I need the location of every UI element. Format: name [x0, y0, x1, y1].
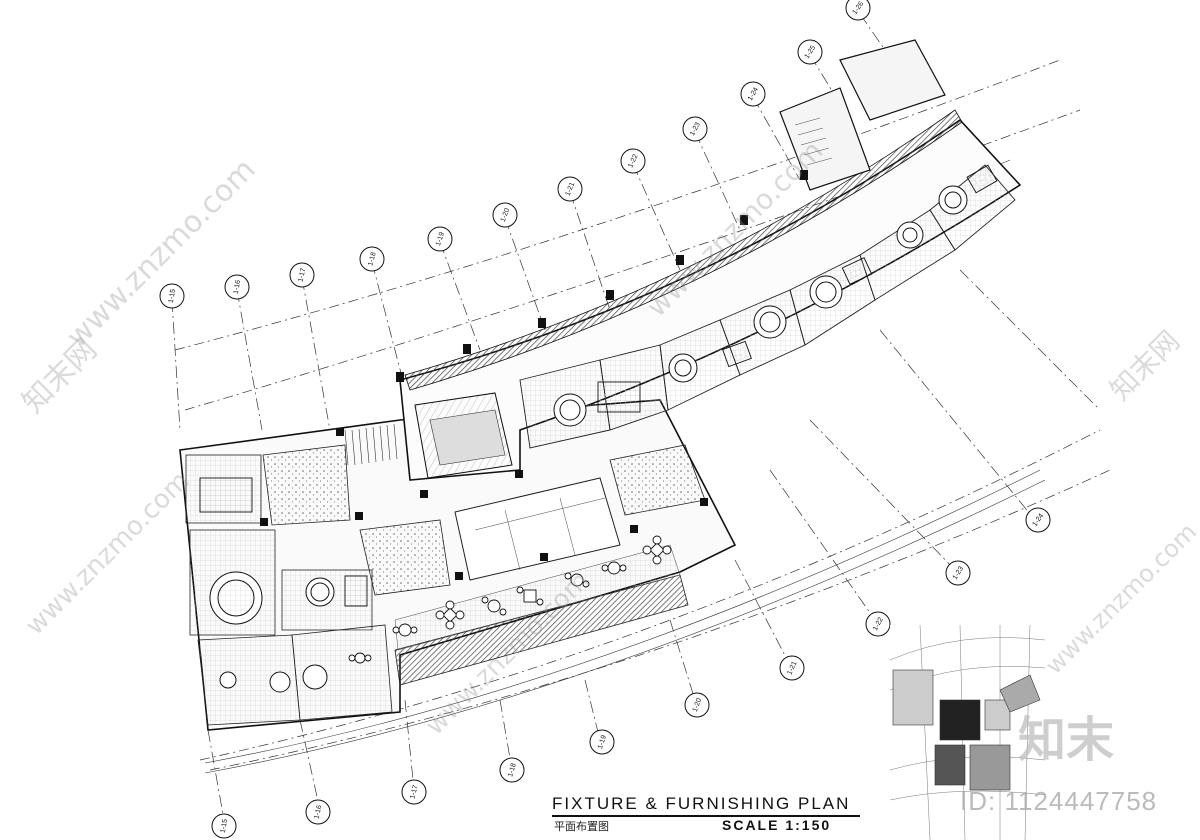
title-underline: [552, 815, 860, 817]
brand-watermark-logo: 知末: [1018, 712, 1115, 768]
brand-watermark: 知末: [1000, 700, 1180, 780]
key-plan: [889, 624, 1046, 840]
grid-label-top: 1-21: [565, 181, 577, 197]
grid-label-bottom: 1-19: [597, 734, 608, 750]
grid-label-top: 1-20: [500, 207, 511, 223]
grid-rays: [171, 13, 1101, 821]
grid-bubbles: [159, 0, 1051, 839]
round-tables: [209, 185, 968, 693]
building-upper-wing: [399, 39, 1022, 481]
grid-label-bottom: 1-16: [314, 804, 324, 819]
drawing-title-chinese: 平面布置图: [554, 820, 609, 833]
grid-label-top: 1-16: [233, 279, 242, 294]
grid-label-top: 1-18: [367, 251, 377, 266]
grid-label-bottom: 1-15: [220, 818, 229, 833]
drawing-scale: SCALE 1:150: [722, 817, 832, 833]
watermark-id: ID: 1124447758: [960, 786, 1158, 816]
grid-label-top: 1-19: [435, 231, 446, 247]
structural-columns: [260, 170, 808, 580]
grid-label-bottom: 1-18: [507, 762, 518, 777]
title-block: FIXTURE & FURNISHING PLAN 平面布置图 SCALE 1:…: [552, 792, 862, 838]
grid-label-bottom: 1-17: [409, 784, 419, 799]
grid-label-bottom: 1-20: [692, 697, 703, 713]
sofa-sets: [199, 164, 998, 607]
grid-label-top: 1-17: [298, 267, 308, 282]
drawing-title: FIXTURE & FURNISHING PLAN: [552, 794, 851, 813]
grid-label-top: 1-15: [168, 288, 177, 303]
terrace-tables: [348, 535, 672, 664]
